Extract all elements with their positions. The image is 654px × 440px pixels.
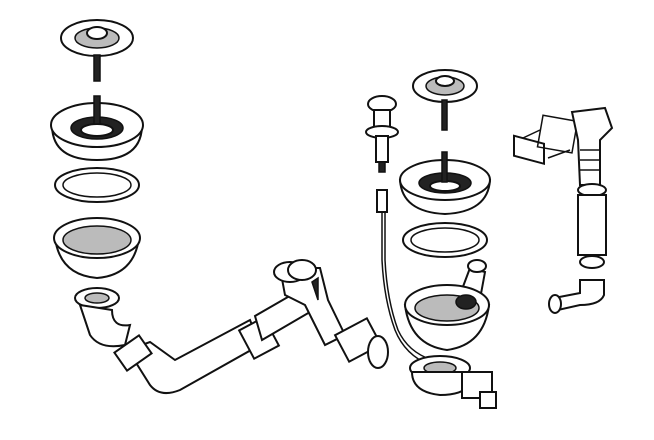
left-basket-strainer xyxy=(50,95,144,162)
right-sealing-ring xyxy=(402,222,488,258)
overflow-tee xyxy=(273,259,389,369)
right-strainer-stopper xyxy=(412,69,478,131)
pop-up-cable xyxy=(381,212,431,366)
overflow-hose xyxy=(548,106,614,314)
left-outlet-elbow xyxy=(74,287,132,348)
left-drain-body xyxy=(53,217,141,280)
pop-up-control-knob xyxy=(365,95,399,213)
screw-icon xyxy=(522,129,541,139)
connecting-pipe xyxy=(113,288,312,395)
right-basket-strainer xyxy=(398,151,492,216)
right-outlet-elbow xyxy=(409,355,497,409)
right-drain-body xyxy=(403,259,491,352)
left-strainer-stopper xyxy=(60,19,134,82)
left-sealing-ring xyxy=(54,167,140,203)
left-sealing-ring-inner xyxy=(62,172,132,198)
overflow-cover-plate xyxy=(513,114,579,166)
screw-icon xyxy=(547,149,571,159)
